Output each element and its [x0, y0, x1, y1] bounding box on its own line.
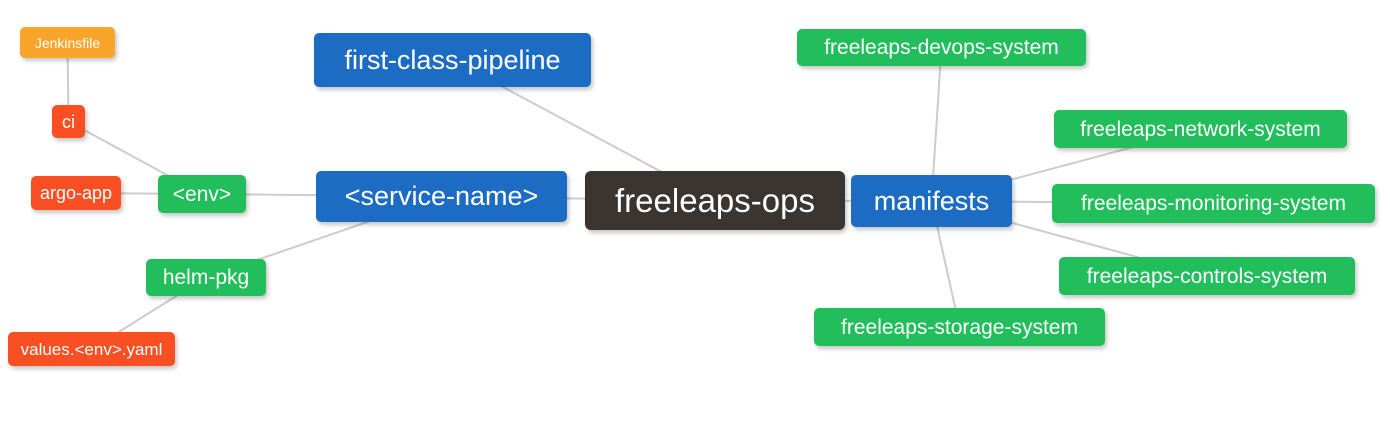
node-env-label: <env> — [172, 182, 232, 206]
node-freeleaps-ops[interactable]: freeleaps-ops — [585, 171, 845, 230]
node-jenkinsfile-label: Jenkinsfile — [34, 34, 101, 51]
node-manifests[interactable]: manifests — [851, 175, 1012, 227]
node-helm-pkg[interactable]: helm-pkg — [146, 259, 266, 296]
node-freeleaps-devops-system-label: freeleaps-devops-system — [824, 36, 1059, 59]
node-argo-app[interactable]: argo-app — [31, 176, 121, 210]
node-manifests-label: manifests — [873, 185, 990, 216]
node-freeleaps-storage-system-label: freeleaps-storage-system — [841, 315, 1078, 339]
node-ci-label: ci — [62, 111, 75, 132]
node-freeleaps-controls-system[interactable]: freeleaps-controls-system — [1059, 257, 1355, 295]
node-jenkinsfile[interactable]: Jenkinsfile — [20, 27, 115, 58]
node-values-env-yaml-label: values.<env>.yaml — [20, 339, 163, 359]
node-service-name[interactable]: <service-name> — [316, 171, 567, 222]
node-first-class-pipeline-label: first-class-pipeline — [344, 44, 561, 75]
node-argo-app-label: argo-app — [39, 183, 113, 203]
node-freeleaps-controls-system-label: freeleaps-controls-system — [1086, 264, 1328, 288]
node-freeleaps-ops-label: freeleaps-ops — [615, 182, 815, 219]
node-env[interactable]: <env> — [158, 175, 246, 213]
node-freeleaps-network-system[interactable]: freeleaps-network-system — [1054, 110, 1347, 148]
node-service-name-label: <service-name> — [344, 181, 539, 211]
node-freeleaps-monitoring-system-label: freeleaps-monitoring-system — [1081, 192, 1346, 215]
node-freeleaps-network-system-label: freeleaps-network-system — [1080, 117, 1321, 141]
node-first-class-pipeline[interactable]: first-class-pipeline — [314, 33, 591, 87]
node-ci[interactable]: ci — [52, 105, 85, 138]
node-freeleaps-devops-system[interactable]: freeleaps-devops-system — [797, 29, 1086, 66]
node-freeleaps-monitoring-system[interactable]: freeleaps-monitoring-system — [1052, 184, 1375, 223]
node-helm-pkg-label: helm-pkg — [162, 266, 250, 289]
node-freeleaps-storage-system[interactable]: freeleaps-storage-system — [814, 308, 1105, 346]
node-values-env-yaml[interactable]: values.<env>.yaml — [8, 332, 175, 366]
